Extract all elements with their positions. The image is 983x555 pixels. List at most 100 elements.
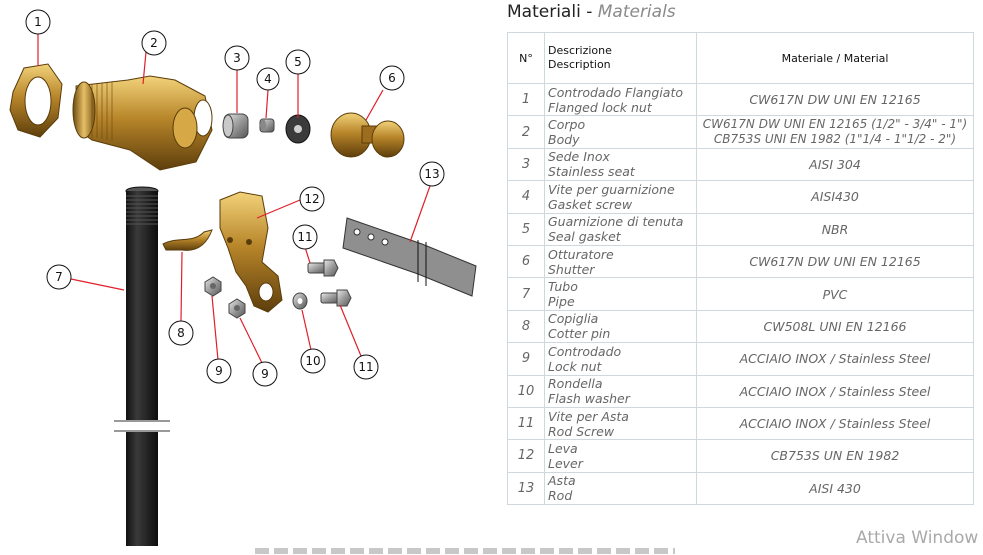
row-number: 11 — [507, 406, 545, 441]
svg-text:11: 11 — [297, 230, 312, 244]
svg-text:6: 6 — [388, 71, 396, 85]
row-number: 12 — [507, 439, 545, 473]
callout-7: 7 — [46, 264, 72, 290]
description-it: Copiglia — [548, 311, 599, 327]
materials-heading-en: Materials — [597, 2, 676, 22]
row-material: AISI 430 — [696, 471, 974, 506]
callout-2: 2 — [141, 30, 167, 56]
svg-text:9: 9 — [261, 367, 269, 381]
svg-text:4: 4 — [264, 72, 272, 86]
svg-text:12: 12 — [304, 192, 319, 206]
description-it: Leva — [548, 440, 578, 456]
part-lever — [219, 191, 283, 313]
callout-4: 4 — [256, 67, 280, 91]
material-line-1: NBR — [821, 221, 849, 237]
description-en: Rod Screw — [548, 423, 615, 439]
callout-11a: 11 — [292, 224, 318, 250]
description-it: Vite per Asta — [548, 408, 629, 424]
row-material: ACCIAIO INOX / Stainless Steel — [696, 342, 974, 376]
material-line-1: PVC — [822, 286, 848, 302]
activate-windows-watermark: Attiva Window — [856, 528, 979, 548]
part-shutter — [330, 112, 405, 158]
material-line-1: CW617N DW UNI EN 12165 — [749, 92, 921, 108]
description-en: Stainless seat — [548, 164, 635, 180]
callout-13: 13 — [419, 161, 445, 187]
material-line-1: ACCIAIO INOX / Stainless Steel — [739, 383, 931, 399]
description-en: Cotter pin — [548, 326, 611, 342]
header-number: N° — [507, 32, 545, 84]
row-number: 8 — [507, 309, 545, 344]
part-body — [72, 75, 213, 171]
material-line-1: CW617N DW UNI EN 12165 (1/2" - 3/4" - 1"… — [702, 117, 968, 132]
part-rod — [342, 217, 477, 297]
row-material: PVC — [696, 277, 974, 311]
callout-10: 10 — [300, 348, 326, 374]
material-line-1: AISI430 — [811, 189, 859, 205]
row-material: ACCIAIO INOX / Stainless Steel — [696, 406, 974, 441]
svg-text:3: 3 — [233, 51, 241, 65]
row-material: CW617N DW UNI EN 12165 — [696, 82, 974, 117]
part-stainless-seat — [222, 113, 249, 139]
description-it: Guarnizione di tenuta — [548, 214, 684, 230]
row-material: CW617N DW UNI EN 12165 — [696, 244, 974, 279]
description-it: Controdado Flangiato — [548, 84, 683, 100]
row-number: 7 — [507, 277, 545, 311]
description-en: Lock nut — [548, 358, 602, 374]
callout-9b: 9 — [252, 361, 278, 387]
material-line-2: CB753S UNI EN 1982 (1"1/4 - 1"1/2 - 2") — [713, 132, 957, 147]
row-material: CB753S UN EN 1982 — [696, 439, 974, 473]
callout-12: 12 — [299, 186, 325, 212]
part-flanged-lock-nut — [9, 63, 63, 138]
callout-8: 8 — [168, 320, 194, 346]
description-en: Seal gasket — [548, 229, 621, 245]
description-en: Lever — [548, 455, 583, 471]
svg-text:9: 9 — [215, 364, 223, 378]
part-rod-screw — [307, 259, 352, 307]
svg-text:1: 1 — [34, 15, 42, 29]
material-line-1: ACCIAIO INOX / Stainless Steel — [739, 416, 931, 432]
callout-5: 5 — [285, 49, 311, 75]
row-material: ACCIAIO INOX / Stainless Steel — [696, 374, 974, 408]
callout-1: 1 — [25, 9, 51, 35]
callout-leaders — [37, 33, 431, 364]
row-material: CW508L UNI EN 12166 — [696, 309, 974, 344]
description-it: Sede Inox — [548, 149, 610, 165]
part-gasket-screw — [259, 118, 275, 133]
row-material: NBR — [696, 212, 974, 246]
description-it: Asta — [548, 473, 576, 489]
svg-text:10: 10 — [305, 354, 320, 368]
part-cotter-pin — [162, 229, 213, 251]
exploded-parts-drawing: 1 2 3 4 5 6 7 8 9 9 10 11 11 12 13 — [9, 9, 477, 546]
row-number: 9 — [507, 342, 545, 376]
description-it: Tubo — [548, 279, 578, 295]
part-lock-nut — [204, 276, 246, 319]
row-number: 4 — [507, 180, 545, 214]
row-number: 1 — [507, 82, 545, 117]
description-en: Gasket screw — [548, 196, 633, 212]
row-number: 13 — [507, 471, 545, 506]
svg-text:8: 8 — [177, 326, 185, 340]
header-material: Materiale / Material — [696, 32, 974, 84]
description-en: Shutter — [548, 261, 595, 277]
material-line-1: AISI 304 — [809, 156, 861, 172]
material-line-1: CW617N DW UNI EN 12165 — [749, 254, 921, 270]
description-it: Otturatore — [548, 246, 614, 262]
